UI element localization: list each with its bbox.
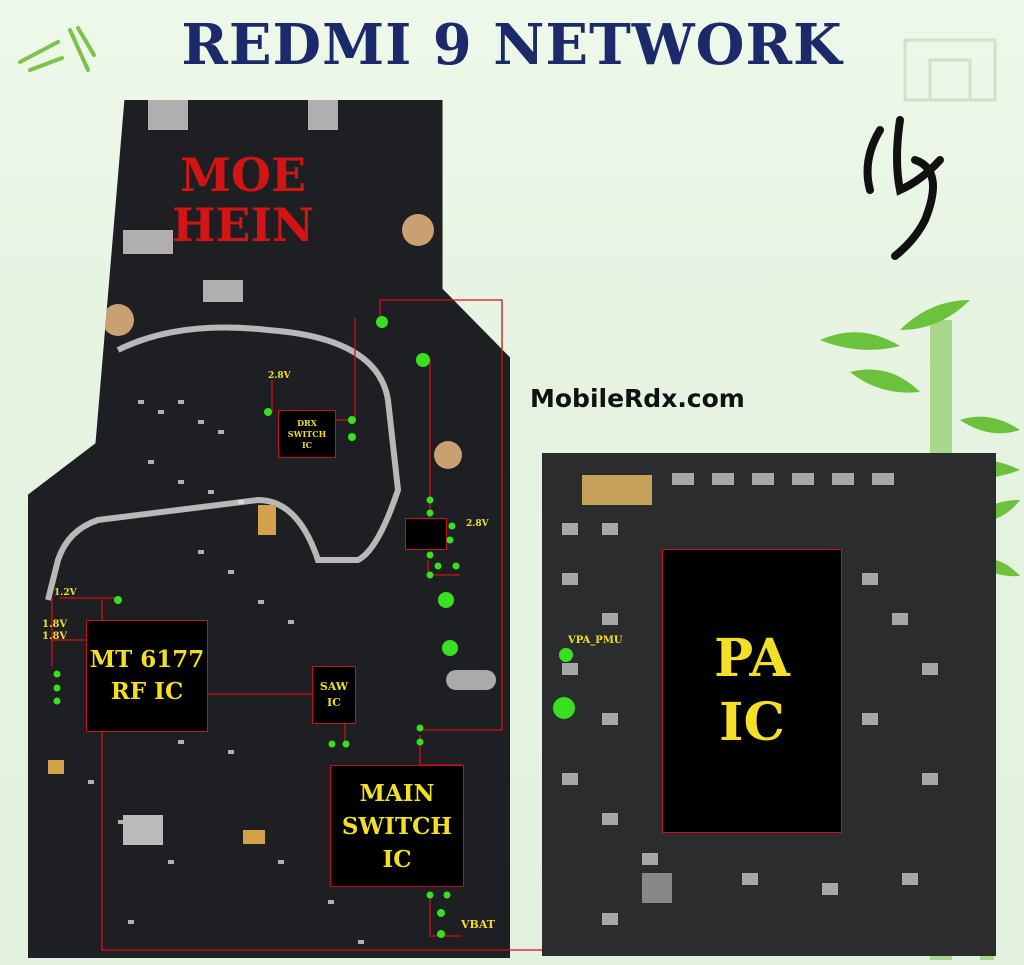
test-point	[416, 353, 430, 367]
saw-ic: SAW IC	[312, 666, 356, 724]
calligraphy-glyph	[863, 116, 944, 260]
test-point	[437, 930, 445, 938]
test-point	[437, 909, 445, 917]
label-2-8v-drx: 2.8V	[268, 371, 291, 381]
test-point	[416, 738, 424, 746]
test-point	[53, 684, 61, 692]
test-point	[452, 562, 460, 570]
test-point	[348, 416, 356, 424]
label-1-2v: 1.2V	[54, 588, 77, 598]
page-title: REDMI 9 NETWORK	[181, 12, 843, 78]
rf-ic: MT 6177 RF IC	[86, 620, 208, 732]
test-point	[114, 596, 122, 604]
test-point	[416, 724, 424, 732]
test-point	[328, 740, 336, 748]
test-point	[434, 562, 442, 570]
test-point	[443, 891, 451, 899]
small-ic	[405, 518, 447, 550]
test-point	[342, 740, 350, 748]
lattice-pattern	[903, 38, 997, 102]
board-photo-zoom	[542, 453, 996, 956]
watermark-text: MOE HEIN	[171, 148, 315, 252]
test-point	[376, 316, 388, 328]
test-point	[426, 509, 434, 517]
label-vpa-pmu: VPA_PMU	[568, 635, 623, 646]
test-point	[426, 891, 434, 899]
test-point	[53, 697, 61, 705]
test-point	[426, 571, 434, 579]
pa-ic: PA IC	[662, 549, 842, 833]
main-switch-ic: MAIN SWITCH IC	[330, 765, 464, 887]
zoom-components	[562, 473, 938, 925]
test-point	[559, 648, 573, 662]
label-2-8v-right: 2.8V	[466, 519, 489, 529]
test-point	[438, 592, 454, 608]
test-point	[348, 433, 356, 441]
test-point	[553, 697, 575, 719]
bamboo-leaves-topleft	[18, 26, 96, 72]
drx-switch-ic: DRX SWITCH IC	[278, 410, 336, 458]
website-label: MobileRdx.com	[530, 384, 745, 413]
test-point	[448, 522, 456, 530]
test-point	[446, 536, 454, 544]
label-1-8v-a: 1.8V	[42, 619, 68, 630]
test-point	[442, 640, 458, 656]
label-vbat: VBAT	[461, 918, 495, 931]
test-point	[426, 496, 434, 504]
board-components	[45, 100, 496, 944]
test-point	[426, 551, 434, 559]
test-point	[264, 408, 272, 416]
test-point	[53, 670, 61, 678]
label-1-8v-b: 1.8V	[42, 631, 68, 642]
